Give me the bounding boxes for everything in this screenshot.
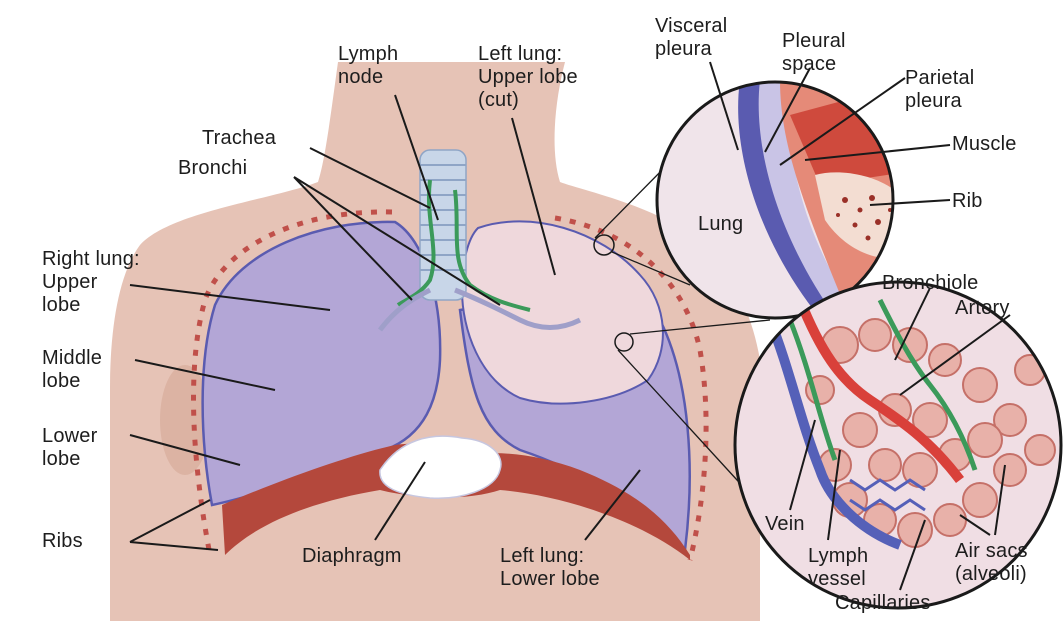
label-diaphragm: Diaphragm <box>302 545 402 568</box>
label-middle-line1: Middle <box>42 347 102 370</box>
label-lower-line2: lobe <box>42 448 97 471</box>
label-lymph-vessel-line1: Lymph <box>808 545 868 568</box>
label-lymph-vessel-line2: vessel <box>808 568 868 591</box>
label-artery: Artery <box>955 297 1010 320</box>
label-left-lower-line1: Left lung: <box>500 545 600 568</box>
label-lung: Lung <box>698 213 743 236</box>
label-visceral-pleura: Visceral pleura <box>655 15 727 61</box>
label-parietal-line1: Parietal <box>905 67 974 90</box>
label-middle-line2: lobe <box>42 370 102 393</box>
label-air-sacs-line1: Air sacs <box>955 540 1028 563</box>
label-lower-lobe: Lower lobe <box>42 425 97 471</box>
label-trachea: Trachea <box>202 127 276 150</box>
label-lymph-node: Lymph node <box>338 43 398 89</box>
label-right-upper-line3: lobe <box>42 294 140 317</box>
label-middle-lobe: Middle lobe <box>42 347 102 393</box>
label-vein: Vein <box>765 513 805 536</box>
label-muscle: Muscle <box>952 133 1017 156</box>
label-pleural-space-line2: space <box>782 53 846 76</box>
label-lymph-node-line2: node <box>338 66 398 89</box>
label-right-upper-lobe: Right lung: Upper lobe <box>42 248 140 317</box>
label-lower-line1: Lower <box>42 425 97 448</box>
label-bronchiole: Bronchiole <box>882 272 979 295</box>
label-air-sacs: Air sacs (alveoli) <box>955 540 1028 586</box>
label-air-sacs-line2: (alveoli) <box>955 563 1028 586</box>
label-bronchi: Bronchi <box>178 157 247 180</box>
label-ribs: Ribs <box>42 530 83 553</box>
label-visceral-line2: pleura <box>655 38 727 61</box>
label-left-upper-line2: Upper lobe <box>478 66 578 89</box>
label-pleural-space: Pleural space <box>782 30 846 76</box>
label-parietal-line2: pleura <box>905 90 974 113</box>
label-left-upper-lobe: Left lung: Upper lobe (cut) <box>478 43 578 112</box>
label-lymph-node-line1: Lymph <box>338 43 398 66</box>
label-right-upper-line1: Right lung: <box>42 248 140 271</box>
label-left-upper-line1: Left lung: <box>478 43 578 66</box>
label-left-upper-line3: (cut) <box>478 89 578 112</box>
label-lymph-vessel: Lymph vessel <box>808 545 868 591</box>
label-visceral-line1: Visceral <box>655 15 727 38</box>
label-left-lower-lobe: Left lung: Lower lobe <box>500 545 600 591</box>
label-left-lower-line2: Lower lobe <box>500 568 600 591</box>
label-parietal-pleura: Parietal pleura <box>905 67 974 113</box>
label-rib: Rib <box>952 190 983 213</box>
label-capillaries: Capillaries <box>835 592 931 615</box>
label-right-upper-line2: Upper <box>42 271 140 294</box>
label-pleural-space-line1: Pleural <box>782 30 846 53</box>
